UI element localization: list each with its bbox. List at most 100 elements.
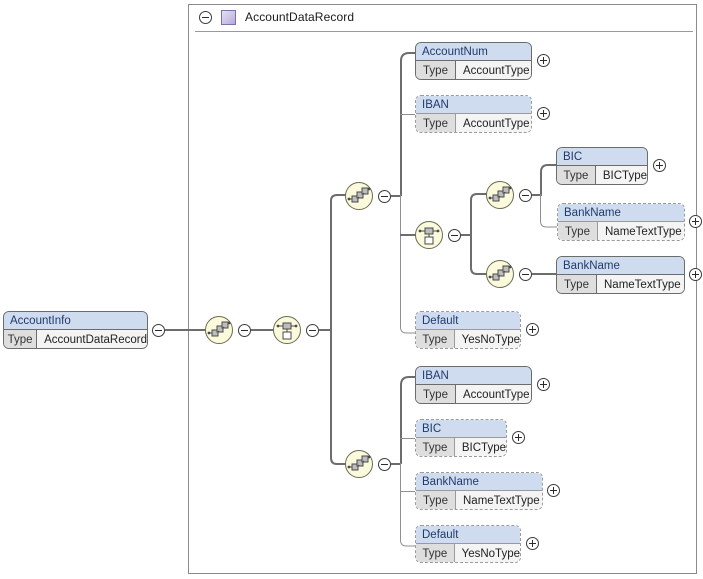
connector-choice-elbow-top bbox=[330, 194, 352, 206]
node-type-key: Type bbox=[557, 166, 596, 184]
compositor-sequence-branch2[interactable] bbox=[345, 450, 373, 478]
node-type-value: AccountType bbox=[456, 114, 531, 132]
expand-icon-bic-bottom[interactable] bbox=[512, 431, 525, 444]
connector-inner-choice-spine bbox=[470, 202, 472, 265]
connector-choice-elbow-bottom bbox=[330, 452, 352, 465]
collapse-icon-sequence-branch1-inner-b[interactable] bbox=[519, 268, 532, 281]
compositor-choice-branch1[interactable] bbox=[415, 221, 443, 249]
compositor-sequence-branch1[interactable] bbox=[345, 182, 373, 210]
node-type-row: Type NameTextType bbox=[558, 222, 684, 240]
compositor-sequence-branch1-inner-b[interactable] bbox=[486, 260, 514, 288]
node-account-num[interactable]: AccountNum Type AccountType bbox=[415, 42, 532, 80]
connector-branch2-to-bic bbox=[400, 438, 416, 439]
expand-icon-bic-top[interactable] bbox=[653, 159, 666, 172]
collapse-icon-sequence-branch1[interactable] bbox=[378, 190, 391, 203]
expand-icon-bankname-a[interactable] bbox=[689, 215, 702, 228]
expand-icon-default-top[interactable] bbox=[526, 323, 539, 336]
node-name: BankName bbox=[557, 257, 684, 275]
connector-inner-a-elbow-bankname bbox=[540, 216, 558, 228]
node-type-value: YesNoType bbox=[454, 330, 520, 348]
node-default-top[interactable]: Default Type YesNoType bbox=[415, 311, 521, 349]
collapse-icon-sequence-branch1-inner-a[interactable] bbox=[519, 189, 532, 202]
connector-branch1-spine-upper bbox=[400, 69, 402, 196]
node-type-row: Type YesNoType bbox=[416, 544, 520, 562]
node-name: Default bbox=[416, 312, 520, 330]
node-type-value: AccountDataRecord bbox=[37, 330, 147, 348]
connector-inner-a-stub bbox=[532, 194, 541, 196]
connector-inner-b-to-bankname bbox=[532, 273, 556, 275]
node-bankname-bottom[interactable]: BankName Type NameTextType bbox=[415, 472, 543, 510]
node-name: AccountNum bbox=[416, 43, 531, 61]
connector-inner-choice-stub bbox=[461, 234, 471, 236]
node-type-key: Type bbox=[4, 330, 38, 348]
node-name: Default bbox=[416, 526, 520, 544]
expand-icon-iban-bottom[interactable] bbox=[537, 378, 550, 391]
collapse-icon-sequence-branch2[interactable] bbox=[378, 458, 391, 471]
node-type-row: Type NameTextType bbox=[416, 491, 542, 509]
expand-icon-iban-top[interactable] bbox=[537, 107, 550, 120]
expand-icon-account-num[interactable] bbox=[537, 54, 550, 67]
node-name: AccountInfo bbox=[4, 312, 147, 330]
connector-branch1-stub bbox=[391, 195, 401, 197]
node-type-value: NameTextType bbox=[598, 222, 684, 240]
connector-inner-a-spine bbox=[540, 180, 542, 196]
node-account-info[interactable]: AccountInfo Type AccountDataRecord bbox=[3, 311, 148, 349]
connector-branch2-stub bbox=[391, 463, 401, 465]
node-name: BankName bbox=[416, 473, 542, 491]
connector-inner-choice-elbow-top bbox=[470, 193, 488, 205]
connector-branch1-elbow-default bbox=[400, 322, 420, 334]
compositor-choice-root[interactable] bbox=[273, 316, 301, 344]
connector-inner-choice-elbow-bottom bbox=[470, 262, 488, 275]
node-name: BIC bbox=[416, 420, 506, 438]
connector-branch2-to-bankname bbox=[400, 491, 416, 492]
node-type-key: Type bbox=[416, 330, 455, 348]
node-type-row: Type AccountType bbox=[416, 61, 531, 79]
node-type-value: NameTextType bbox=[456, 491, 542, 509]
connector-branch2-elbow-default bbox=[400, 535, 420, 547]
node-type-key: Type bbox=[416, 385, 456, 403]
node-type-key: Type bbox=[416, 491, 456, 509]
node-bic-bottom[interactable]: BIC Type BICType bbox=[415, 419, 507, 457]
node-type-row: Type YesNoType bbox=[416, 330, 520, 348]
connector-branch2-elbow-iban bbox=[400, 376, 420, 396]
collapse-icon-container[interactable] bbox=[199, 10, 212, 24]
compositor-sequence-branch1-inner-a[interactable] bbox=[486, 181, 514, 209]
connector-branch2-spine-upper bbox=[400, 393, 402, 464]
node-bic-top[interactable]: BIC Type BICType bbox=[556, 147, 648, 185]
connector-branch1-to-choice bbox=[400, 234, 416, 236]
node-type-key: Type bbox=[416, 61, 456, 79]
collapse-icon-choice-root[interactable] bbox=[306, 324, 319, 337]
expand-icon-bankname-b[interactable] bbox=[689, 268, 702, 281]
node-name: IBAN bbox=[416, 96, 531, 114]
collapse-icon-account-info[interactable] bbox=[152, 324, 165, 337]
expand-icon-default-bottom[interactable] bbox=[526, 537, 539, 550]
node-bankname-b[interactable]: BankName Type NameTextType bbox=[556, 256, 685, 294]
connector-choice-spine bbox=[330, 203, 332, 456]
node-type-row: Type BICType bbox=[557, 166, 647, 184]
node-name: BIC bbox=[557, 148, 647, 166]
node-type-key: Type bbox=[416, 438, 455, 456]
node-iban-top[interactable]: IBAN Type AccountType bbox=[415, 95, 532, 133]
node-type-key: Type bbox=[416, 114, 456, 132]
node-type-value: BICType bbox=[454, 438, 506, 456]
node-default-bottom[interactable]: Default Type YesNoType bbox=[415, 525, 521, 563]
node-type-value: NameTextType bbox=[597, 275, 684, 293]
node-type-row: Type AccountType bbox=[416, 385, 531, 403]
node-type-value: YesNoType bbox=[454, 544, 520, 562]
complex-type-label: AccountDataRecord bbox=[245, 10, 355, 24]
collapse-icon-choice-branch1[interactable] bbox=[448, 229, 461, 242]
node-type-key: Type bbox=[416, 544, 455, 562]
connector-branch1-to-iban bbox=[400, 114, 416, 115]
node-type-row: Type BICType bbox=[416, 438, 506, 456]
connector-inner-a-elbow-bic bbox=[540, 164, 558, 182]
collapse-icon-sequence-root[interactable] bbox=[238, 324, 251, 337]
node-bankname-a[interactable]: BankName Type NameTextType bbox=[557, 203, 685, 241]
connector-choice-stub bbox=[319, 329, 331, 331]
expand-icon-bankname-bottom[interactable] bbox=[547, 484, 560, 497]
compositor-sequence-root[interactable] bbox=[205, 316, 233, 344]
node-type-value: AccountType bbox=[456, 385, 531, 403]
header-divider bbox=[195, 31, 693, 32]
connector-inner-a-spine-lower bbox=[540, 194, 541, 221]
node-iban-bottom[interactable]: IBAN Type AccountType bbox=[415, 366, 532, 404]
